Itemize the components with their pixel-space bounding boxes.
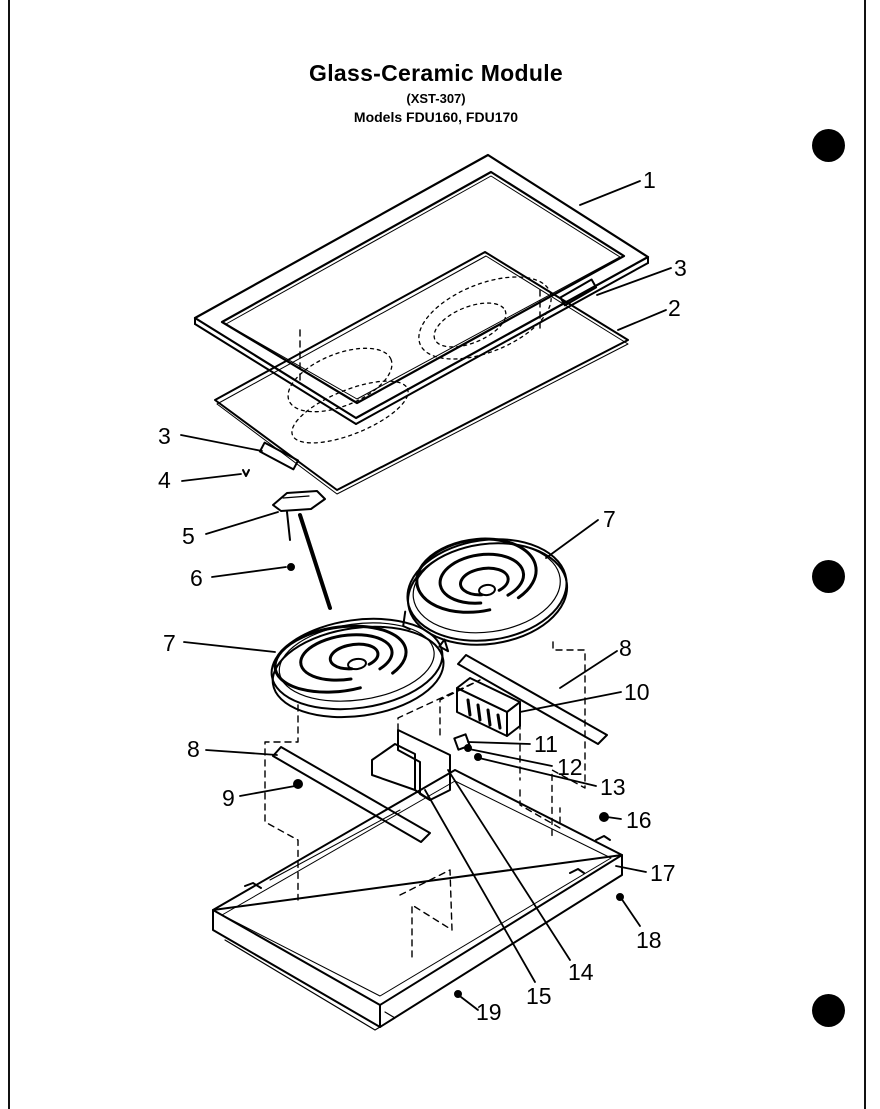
callout-2: 2 [668, 295, 681, 321]
callout-11: 11 [534, 731, 558, 757]
callout-19: 19 [476, 999, 502, 1025]
callout-7-back: 7 [603, 506, 616, 532]
callout-6: 6 [190, 565, 203, 591]
model-code: (XST-307) [406, 91, 466, 106]
models-line: Models FDU160, FDU170 [353, 109, 519, 125]
page-border [8, 0, 866, 1109]
heating-element-front [270, 617, 450, 719]
binder-hole-top [812, 129, 845, 162]
callout-18: 18 [636, 927, 662, 953]
callout-16: 16 [626, 807, 652, 833]
switch-assembly [453, 733, 482, 761]
screw-9 [293, 779, 303, 789]
screw-6 [287, 563, 295, 571]
callout-5: 5 [182, 523, 195, 549]
callout-17: 17 [650, 860, 676, 886]
callout-8-right: 8 [619, 635, 632, 661]
callout-3-right: 3 [674, 255, 687, 281]
callout-4: 4 [158, 467, 171, 493]
callout-9: 9 [222, 785, 235, 811]
heating-element-back [402, 537, 569, 646]
callout-15: 15 [526, 983, 552, 1009]
callout-1: 1 [643, 167, 656, 193]
callout-13: 13 [600, 774, 626, 800]
mounting-bar-left [272, 746, 431, 843]
callout-10: 10 [624, 679, 650, 705]
callout-7-front: 7 [163, 630, 176, 656]
clip-left [258, 441, 300, 471]
trim-frame [193, 153, 650, 425]
terminal-block [456, 677, 521, 737]
mounting-bar-right [457, 654, 608, 745]
binder-hole-bottom [812, 994, 845, 1027]
callout-3-left: 3 [158, 423, 171, 449]
base-box [212, 769, 623, 1031]
callout-14: 14 [568, 959, 594, 985]
diagram-title: Glass-Ceramic Module [309, 60, 563, 86]
binder-hole-middle [812, 560, 845, 593]
bracket [371, 729, 451, 801]
sensor-assembly [272, 490, 332, 610]
callout-12: 12 [557, 754, 583, 780]
screw-4 [242, 469, 250, 477]
callout-8-left: 8 [187, 736, 200, 762]
screw-19 [454, 990, 462, 998]
clip-right [559, 278, 598, 307]
